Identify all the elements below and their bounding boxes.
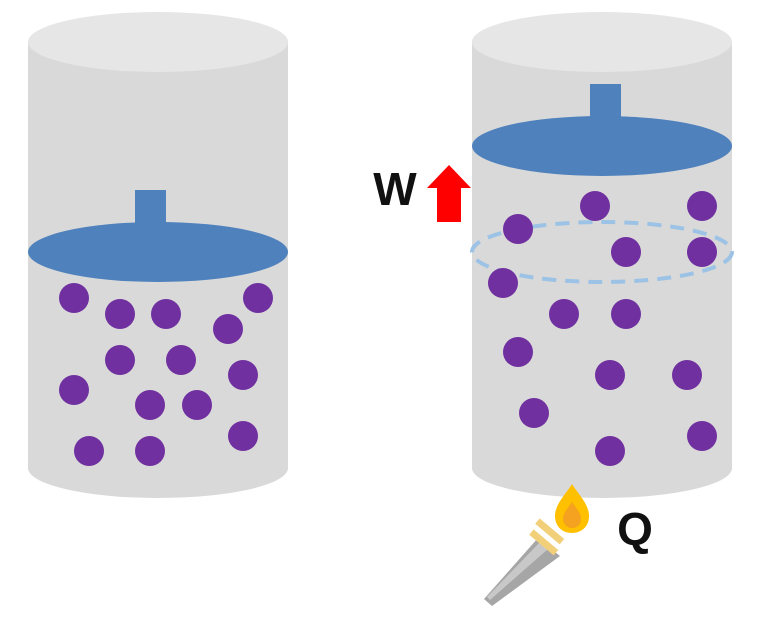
left-piston <box>28 190 288 282</box>
molecule <box>228 421 258 451</box>
molecule <box>611 299 641 329</box>
molecule <box>687 191 717 221</box>
molecule <box>595 436 625 466</box>
left-cylinder <box>28 12 288 498</box>
molecule <box>151 299 181 329</box>
molecule <box>488 268 518 298</box>
molecule <box>243 283 273 313</box>
molecule <box>59 283 89 313</box>
molecule <box>503 214 533 244</box>
molecule <box>74 436 104 466</box>
molecule <box>611 237 641 267</box>
molecule <box>135 390 165 420</box>
right-piston-plate <box>472 116 732 176</box>
molecule <box>687 421 717 451</box>
work-label: W <box>373 163 417 215</box>
molecule <box>672 360 702 390</box>
molecule <box>580 191 610 221</box>
molecule <box>595 360 625 390</box>
torch-highlight <box>487 542 548 600</box>
flame-icon <box>555 484 589 533</box>
flame-inner <box>563 502 581 528</box>
torch-band <box>535 518 565 545</box>
right-piston <box>472 84 732 176</box>
right-cylinder-top <box>472 12 732 72</box>
molecule <box>549 299 579 329</box>
molecule <box>59 375 89 405</box>
up-arrow-icon <box>427 165 471 222</box>
torch-icon <box>484 518 565 606</box>
right-cylinder <box>470 12 734 498</box>
left-piston-plate <box>28 222 288 282</box>
molecule <box>105 345 135 375</box>
molecule <box>135 436 165 466</box>
torch-band <box>529 529 559 556</box>
molecule <box>228 360 258 390</box>
molecule <box>503 337 533 367</box>
molecule <box>213 314 243 344</box>
heat-label: Q <box>617 503 653 555</box>
molecule <box>105 299 135 329</box>
expansion-region-dashed <box>470 220 734 284</box>
molecule <box>166 345 196 375</box>
left-cylinder-top <box>28 12 288 72</box>
molecule <box>687 237 717 267</box>
right-molecules <box>488 191 717 466</box>
molecule <box>519 398 549 428</box>
left-molecules <box>59 283 273 466</box>
molecule <box>182 390 212 420</box>
